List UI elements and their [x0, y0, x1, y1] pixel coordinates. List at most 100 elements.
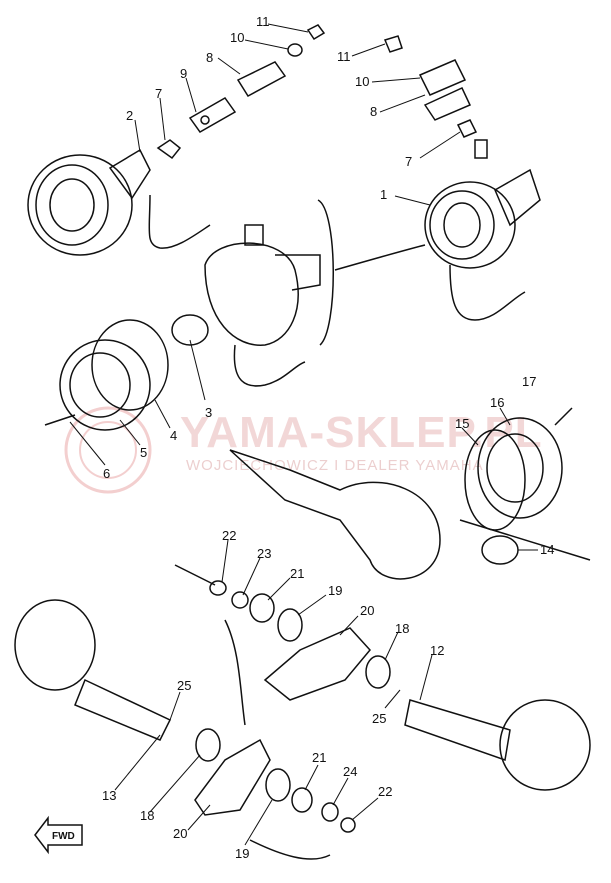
bolt-stud-right — [474, 139, 488, 159]
bulb-14 — [481, 535, 519, 565]
nut-22-lower — [340, 817, 356, 833]
group-link-line — [334, 244, 426, 271]
upper-left-signal-assembly — [27, 24, 326, 256]
lamp-body-top-left — [108, 148, 151, 200]
washer-23 — [231, 591, 249, 609]
callout-5: 5 — [140, 445, 147, 460]
bracket-9 — [188, 97, 237, 133]
collar-21-upper — [249, 593, 275, 623]
lens-top-right — [429, 190, 495, 260]
callout-4: 4 — [170, 428, 177, 443]
callout-11-left: 11 — [256, 14, 270, 29]
stay-20-upper — [263, 627, 371, 701]
bolt-11-right — [383, 35, 403, 53]
callout-21-upper: 21 — [290, 566, 304, 581]
damper-19-upper — [277, 608, 303, 642]
lens-top-left-inner — [49, 178, 95, 232]
callout-1: 1 — [380, 187, 387, 202]
lens-16 — [477, 417, 563, 519]
washer-10-left — [287, 43, 303, 57]
callout-2: 2 — [126, 108, 133, 123]
callout-22-upper: 22 — [222, 528, 236, 543]
wire-lower-right — [249, 839, 331, 860]
collar-21-lower — [291, 787, 313, 813]
callout-7-left: 7 — [155, 86, 162, 101]
bracket-8-right-a — [418, 59, 467, 96]
group-bracket-lower — [459, 519, 591, 561]
callout-18-upper: 18 — [395, 621, 409, 636]
callout-21-lower: 21 — [312, 750, 326, 765]
callout-19-upper: 19 — [328, 583, 342, 598]
lens-housing-top-left — [27, 154, 133, 256]
lens-5-inner — [69, 352, 131, 418]
lens-16-inner — [486, 433, 544, 503]
callout-14: 14 — [540, 542, 554, 557]
callout-16: 16 — [490, 395, 504, 410]
wire-lead-upper — [174, 564, 216, 586]
lamp-13-head — [14, 599, 96, 691]
group-bracket-upper — [317, 199, 334, 346]
housing-stem — [275, 254, 321, 291]
lamp-body-top-right — [494, 168, 541, 227]
lamp-12-head — [499, 699, 591, 791]
lamp-12-stem — [404, 699, 511, 762]
bracket-8-right-b — [423, 87, 472, 121]
damper-18-upper — [365, 655, 391, 689]
bulb-3 — [171, 314, 209, 346]
middle-left-lamp-assembly — [44, 199, 426, 431]
bracket-9-hole — [200, 115, 210, 125]
lens-5 — [59, 339, 151, 431]
damper-19-lower — [265, 768, 291, 802]
callout-23: 23 — [257, 546, 271, 561]
wire-top-left — [148, 194, 211, 249]
callout-8-right: 8 — [370, 104, 377, 119]
callout-25-right: 25 — [372, 711, 386, 726]
damper-18-lower — [195, 728, 221, 762]
callout-19-lower: 19 — [235, 846, 249, 861]
watermark-logo — [64, 406, 152, 494]
lamp-13-stem — [74, 678, 172, 741]
wire-top-right — [449, 264, 526, 321]
callout-18-lower: 18 — [140, 808, 154, 823]
screw-6 — [44, 414, 76, 426]
nut-7-right — [456, 119, 478, 138]
callout-25-left: 25 — [177, 678, 191, 693]
callout-11-right: 11 — [337, 49, 351, 64]
screw-17 — [554, 407, 573, 426]
callout-24: 24 — [343, 764, 357, 779]
lower-lamp-assembly — [14, 564, 591, 860]
callout-3: 3 — [205, 405, 212, 420]
signal-body-right — [229, 449, 441, 580]
lens-housing-top-right — [424, 181, 516, 269]
stay-20-lower — [194, 738, 271, 816]
watermark-subtitle: WOJCIECHOWICZ I DEALER YAMAHA — [186, 457, 484, 474]
lens-top-right-inner — [443, 202, 481, 248]
callout-20-lower: 20 — [173, 826, 187, 841]
callout-10-right: 10 — [355, 74, 369, 89]
part-callouts: 11 10 8 9 7 2 11 10 8 7 1 3 4 5 6 17 16 … — [69, 14, 554, 861]
callout-8-left: 8 — [206, 50, 213, 65]
callout-17: 17 — [522, 374, 536, 389]
nut-22-upper — [209, 580, 227, 596]
wire-lower-left — [224, 619, 246, 726]
watermark-title: YAMA-SKLEP.PL — [180, 408, 543, 457]
rim-4 — [91, 319, 169, 411]
callout-22-lower: 22 — [378, 784, 392, 799]
nut-11-left — [306, 24, 326, 41]
callout-20-upper: 20 — [360, 603, 374, 618]
callout-15: 15 — [455, 416, 469, 431]
nut-7-left — [156, 139, 182, 160]
callout-7-right: 7 — [405, 154, 412, 169]
bracket-8-left — [236, 61, 287, 97]
lens-top-left — [35, 164, 109, 246]
housing-middle — [204, 242, 299, 346]
callout-12: 12 — [430, 643, 444, 658]
upper-right-signal-assembly — [383, 35, 541, 321]
watermark-logo-inner — [79, 421, 137, 479]
wire-middle — [233, 344, 306, 387]
callout-10-left: 10 — [230, 30, 244, 45]
callout-13: 13 — [102, 788, 116, 803]
callout-9: 9 — [180, 66, 187, 81]
forward-label: FWD — [52, 831, 75, 842]
